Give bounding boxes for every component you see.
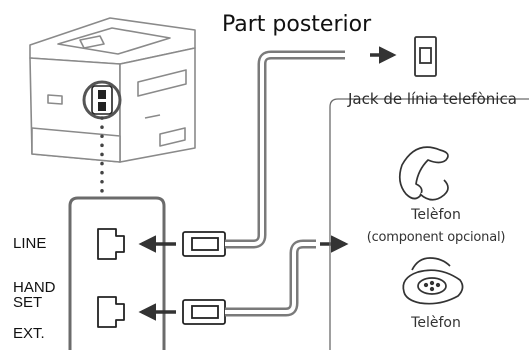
- handset-port-label-line2: SET: [13, 294, 43, 311]
- line-port-label: LINE: [13, 235, 47, 252]
- handset-port-label: HAND SET: [13, 280, 56, 310]
- rj11-plug-icon: [182, 299, 226, 325]
- wall-jack-icon: [414, 36, 437, 77]
- ext-port-label: EXT.: [13, 325, 45, 342]
- page-title: Part posterior: [222, 12, 372, 37]
- rj11-port-icon: [97, 228, 125, 260]
- handset-phone-label: Telèfon: [411, 207, 461, 223]
- rj11-plug-icon: [182, 231, 226, 257]
- port-panel: [68, 196, 166, 350]
- printer-port-area: [82, 80, 122, 120]
- cable-ext: [225, 239, 316, 317]
- desk-phone-label: Telèfon: [411, 315, 461, 331]
- desk-phone-icon: [402, 257, 464, 305]
- handset-icon: [398, 146, 449, 201]
- optional-component-note: (component opcional): [366, 230, 506, 245]
- handset-port-label-line1: HAND: [13, 279, 56, 296]
- rj11-port-icon: [97, 296, 125, 328]
- optional-devices-box: [329, 98, 529, 350]
- wall-jack-label: Jack de línia telefònica: [348, 90, 517, 108]
- cable-line: [225, 50, 345, 249]
- printer-icon: [29, 17, 196, 163]
